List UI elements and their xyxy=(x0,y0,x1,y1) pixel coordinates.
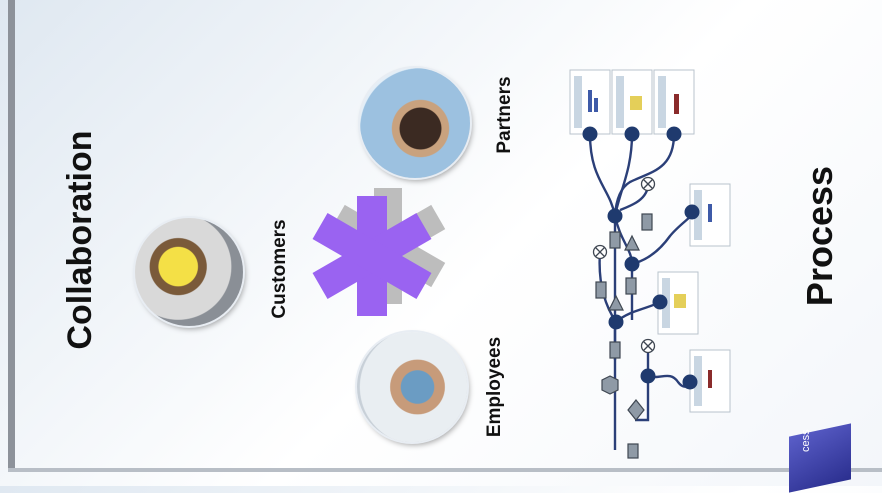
partners-label: Partners xyxy=(494,76,515,154)
doc-thumbnail xyxy=(569,69,611,135)
customer-photo xyxy=(135,218,243,326)
doc-thumbnail xyxy=(653,69,695,135)
asterisk-shape xyxy=(312,196,432,316)
logo-text: cess xyxy=(800,429,812,452)
process-title: Process xyxy=(799,165,840,307)
process-flow-diagram xyxy=(569,69,731,459)
circle-x-icon xyxy=(592,176,656,354)
diamond-icon xyxy=(627,399,645,421)
slide-bottom-border xyxy=(8,468,882,472)
flow-shapes xyxy=(595,213,653,459)
slide-left-border xyxy=(8,0,15,471)
doc-thumbnail xyxy=(611,69,653,135)
decision-icon xyxy=(624,234,640,251)
customers-label: Customers xyxy=(269,219,290,319)
partner-photo xyxy=(360,68,470,178)
asterisk-icon xyxy=(312,188,446,316)
logo-graphic xyxy=(789,423,851,493)
collaboration-title: Collaboration xyxy=(61,130,99,350)
employee-photo xyxy=(357,332,467,442)
employees-label: Employees xyxy=(484,336,505,438)
flow-nodes xyxy=(582,126,700,390)
